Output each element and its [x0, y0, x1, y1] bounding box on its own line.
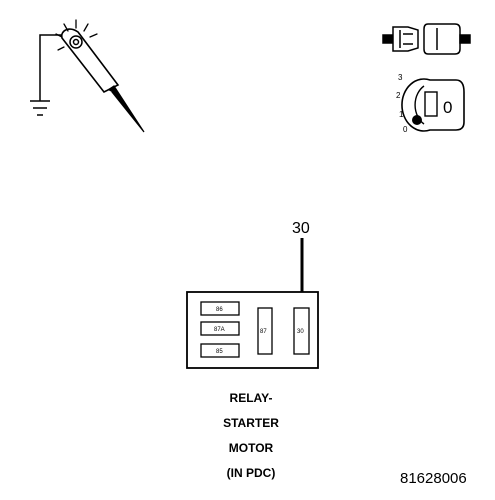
ign-pos-1: 1	[399, 110, 404, 119]
pointer-label: 30	[292, 220, 310, 237]
pin-85-slot	[200, 343, 240, 358]
ignition-switch-icon	[382, 23, 471, 55]
caption-line-1: RELAY-	[230, 391, 273, 405]
pin-87a-slot	[200, 321, 240, 336]
relay-block: 86 87A 85 87 30	[186, 291, 319, 369]
pin-86-slot	[200, 301, 240, 316]
pin-87a-label: 87A	[214, 327, 225, 333]
pin-30-label: 30	[297, 329, 304, 335]
pin-85-label: 85	[216, 349, 223, 355]
pin-87-label: 87	[260, 329, 267, 335]
ign-pos-0: 0	[403, 125, 408, 134]
relay-caption: RELAY- STARTER MOTOR (IN PDC)	[223, 391, 279, 480]
ignition-key-icon: 3 2 1 0 0	[396, 73, 465, 134]
ground-symbol-icon	[30, 100, 50, 116]
caption-line-3: MOTOR	[229, 441, 274, 455]
pin-30-slot	[293, 307, 310, 355]
figure-id: 81628006	[400, 470, 467, 487]
caption-line-2: STARTER	[223, 416, 279, 430]
caption-line-4: (IN PDC)	[227, 466, 276, 480]
test-light-probe-icon	[39, 19, 145, 133]
ign-pos-2: 2	[396, 91, 401, 100]
ign-pos-3: 3	[398, 73, 403, 82]
pin-87-slot	[257, 307, 273, 355]
pin-86-label: 86	[216, 307, 223, 313]
key-label: 0	[443, 98, 452, 117]
